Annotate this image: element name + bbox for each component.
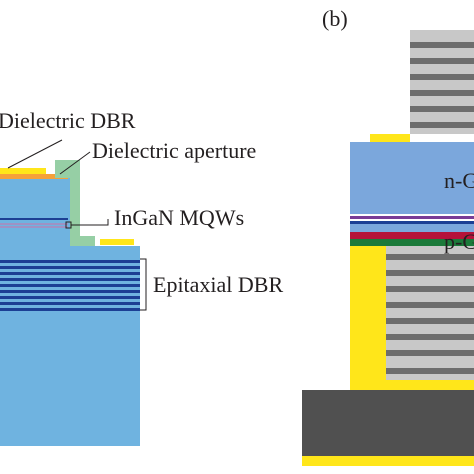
dbr-layer-light [386, 308, 474, 318]
panel-b-tag: (b) [322, 6, 348, 31]
dbr-layer-dark [386, 286, 474, 292]
label-n-layer: n-G [444, 168, 474, 193]
dbr-layer-light [410, 64, 474, 74]
substrate [302, 390, 474, 456]
dbr-layer-light [410, 30, 474, 42]
dbr-layer-light [386, 356, 474, 368]
dbr-layer-dark [386, 302, 474, 308]
dbr-layer-light [410, 48, 474, 58]
label-ingan-mqws: InGaN MQWs [114, 205, 244, 230]
label-dielectric-dbr: Dielectric DBR [0, 108, 136, 133]
mqw-line-2 [0, 223, 68, 225]
n-gan-layer [350, 142, 474, 214]
p-contact-red [350, 232, 474, 239]
dbr-layer-dark [386, 368, 474, 374]
dbr-layer-dark [410, 58, 474, 64]
bonding-metal-base [350, 380, 474, 390]
dbr-layer-light [410, 96, 474, 106]
top-metal [0, 168, 46, 174]
dbr-layer-light [410, 128, 474, 134]
dbr-layer-dark [386, 334, 474, 340]
dbr-layer-light [386, 246, 474, 254]
p-contact-green [350, 239, 474, 246]
dbr-layer-dark [410, 42, 474, 48]
dbr-layer-light [386, 324, 474, 334]
dbr-layer-dark [410, 90, 474, 96]
lower-body [0, 246, 140, 446]
mqw-purple [350, 216, 474, 219]
panel-a: Dielectric DBR Dielectric aperture InGaN… [0, 108, 283, 446]
mqw-blue [350, 221, 474, 224]
epi-dbr-stripe [0, 260, 140, 263]
leader-dielectric-dbr [7, 139, 63, 169]
dbr-layer-dark [386, 350, 474, 356]
bracket-epitaxial-dbr [140, 258, 147, 311]
bottom-dielectric-dbr [386, 246, 474, 380]
dbr-layer-light [410, 112, 474, 122]
dbr-layer-light [386, 260, 474, 270]
label-epitaxial-dbr: Epitaxial DBR [153, 272, 283, 297]
epi-dbr-stripe [0, 266, 140, 269]
bonding-metal-left [350, 246, 386, 390]
dbr-layer-dark [410, 122, 474, 128]
epitaxial-dbr-stripes [0, 260, 140, 311]
panel-b: (b) [302, 6, 474, 466]
upper-mesa [0, 178, 70, 246]
epi-dbr-stripe [0, 290, 140, 293]
dbr-layer-dark [410, 74, 474, 80]
top-dielectric-dbr [410, 30, 474, 134]
n-contact-metal [370, 134, 410, 142]
mqw-line-1 [0, 218, 68, 220]
mqw-line-3 [0, 226, 68, 228]
dbr-layer-light [386, 374, 474, 380]
epi-dbr-stripe [0, 284, 140, 287]
dbr-layer-light [386, 292, 474, 302]
label-p-layer: p-G [444, 229, 474, 254]
dielectric-aperture [55, 160, 95, 246]
dbr-layer-dark [386, 254, 474, 260]
dbr-layer-dark [386, 318, 474, 324]
epi-dbr-stripe [0, 308, 140, 311]
dbr-layer-light [386, 276, 474, 286]
shoulder-metal [100, 239, 134, 245]
bottom-metal [302, 456, 474, 466]
dbr-layer-light [386, 340, 474, 350]
dbr-layer-light [410, 80, 474, 90]
epi-dbr-stripe [0, 272, 140, 275]
epi-dbr-stripe [0, 302, 140, 305]
p-gan-layer [350, 224, 474, 232]
leader-dielectric-aperture [59, 151, 91, 175]
leader-ingan-mqws [71, 219, 109, 226]
epi-dbr-stripe [0, 296, 140, 299]
top-dielectric [0, 174, 68, 179]
dbr-layer-dark [410, 106, 474, 112]
epi-dbr-stripe [0, 278, 140, 281]
dbr-layer-dark [386, 270, 474, 276]
label-dielectric-aperture: Dielectric aperture [92, 138, 256, 163]
